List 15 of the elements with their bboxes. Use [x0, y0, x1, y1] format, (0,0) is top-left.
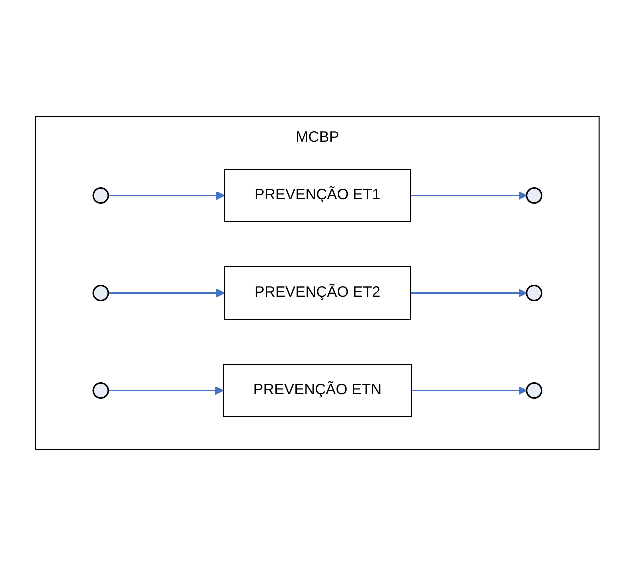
arrow: [108, 192, 225, 200]
node-circle: [92, 188, 110, 204]
node-circle: [526, 285, 542, 302]
node-circle: [92, 382, 110, 400]
node-circle: [92, 285, 110, 302]
node-circle: [526, 382, 542, 400]
arrow: [410, 192, 528, 200]
node-box: PREVENÇÃO ET2: [224, 266, 411, 320]
node-box: PREVENÇÃO ET1: [224, 169, 411, 223]
node-circle: [526, 188, 542, 204]
node-box: PREVENÇÃO ETN: [222, 364, 412, 418]
arrow: [108, 386, 224, 396]
arrow: [108, 289, 225, 298]
arrow: [410, 289, 528, 298]
arrow: [412, 386, 528, 396]
